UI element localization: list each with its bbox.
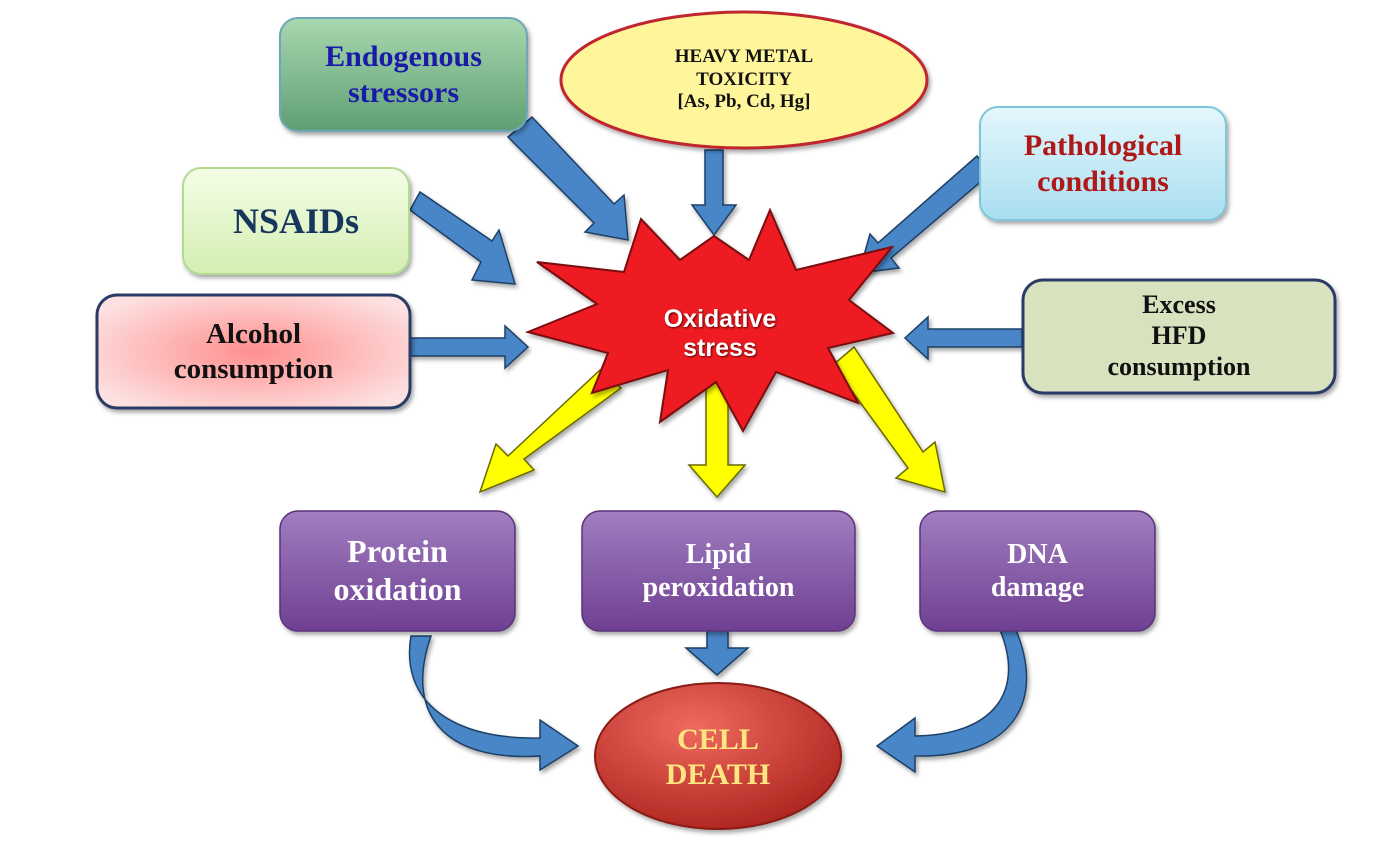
hfd-line-1: Excess <box>1142 290 1216 320</box>
protein-oxidation-label: Protein oxidation <box>280 511 515 631</box>
nsaids-label: NSAIDs <box>183 168 409 274</box>
alcohol-consumption-label: Alcohol consumption <box>97 295 410 408</box>
lipid-peroxidation-box <box>581 510 856 632</box>
hfd-box <box>1021 278 1337 395</box>
dna-damage-label: DNA damage <box>920 511 1155 631</box>
oxidative-stress-label: Oxidative stress <box>620 296 820 372</box>
dna-line-1: DNA <box>1007 538 1068 570</box>
pathological-line-2: conditions <box>1037 164 1169 198</box>
protein-line-1: Protein <box>347 533 448 570</box>
nsaids-box <box>182 167 410 275</box>
protein-line-2: oxidation <box>333 571 462 607</box>
heavy-metal-label: HEAVY METAL TOXICITY [As, Pb, Cd, Hg] <box>600 30 888 130</box>
endogenous-line-1: Endogenous <box>325 40 482 74</box>
heavy-metal-line-1: HEAVY METAL <box>674 46 814 68</box>
oxidative-line-1: Oxidative <box>663 304 777 333</box>
dna-damage-box <box>919 510 1156 632</box>
cell-death-oval <box>594 682 842 830</box>
hfd-label: Excess HFD consumption <box>1023 280 1335 393</box>
arrow-nsaids-to-stress <box>409 190 517 285</box>
arrow-hfd-to-stress <box>903 315 1023 361</box>
arrow-endogenous-to-stress <box>506 115 629 241</box>
arrow-dna-to-death <box>875 629 1028 774</box>
cell-death-label: CELL DEATH <box>610 712 826 802</box>
arrow-alcohol-to-stress <box>409 324 530 370</box>
alcohol-consumption-box <box>95 293 412 410</box>
hfd-line-3: consumption <box>1107 351 1251 381</box>
lipid-line-1: Lipid <box>685 538 752 570</box>
dna-line-2: damage <box>990 572 1085 603</box>
pathological-conditions-label: Pathological conditions <box>980 107 1226 220</box>
arrow-stress-to-protein <box>478 368 623 494</box>
lipid-peroxidation-label: Lipid peroxidation <box>582 511 855 631</box>
pathological-conditions-box <box>979 106 1227 221</box>
arrow-stress-to-dna <box>831 345 946 494</box>
oxidative-line-2: stress <box>683 334 757 362</box>
arrow-lipid-to-death <box>683 629 751 676</box>
heavy-metal-line-2: TOXICITY <box>696 68 792 90</box>
arrow-pathological-to-stress <box>857 154 993 274</box>
endogenous-line-2: stressors <box>347 75 460 109</box>
alcohol-line-1: Alcohol <box>205 318 302 351</box>
protein-oxidation-box <box>279 510 516 632</box>
cell-death-line-1: CELL <box>677 722 759 756</box>
alcohol-line-2: consumption <box>173 352 334 385</box>
endogenous-stressors-label: Endogenous stressors <box>280 18 527 131</box>
pathological-line-1: Pathological <box>1023 129 1183 163</box>
lipid-line-2: peroxidation <box>642 572 795 603</box>
heavy-metal-line-3: [As, Pb, Cd, Hg] <box>677 91 811 113</box>
hfd-line-2: HFD <box>1151 321 1207 351</box>
cell-death-line-2: DEATH <box>665 758 771 791</box>
endogenous-stressors-box <box>279 17 528 132</box>
heavy-metal-oval <box>559 10 929 150</box>
arrow-protein-to-death <box>408 635 580 772</box>
arrow-heavy-metal-to-stress <box>690 149 738 237</box>
nsaids-line-1: NSAIDs <box>232 200 360 241</box>
oxidative-stress-starburst <box>524 207 896 434</box>
